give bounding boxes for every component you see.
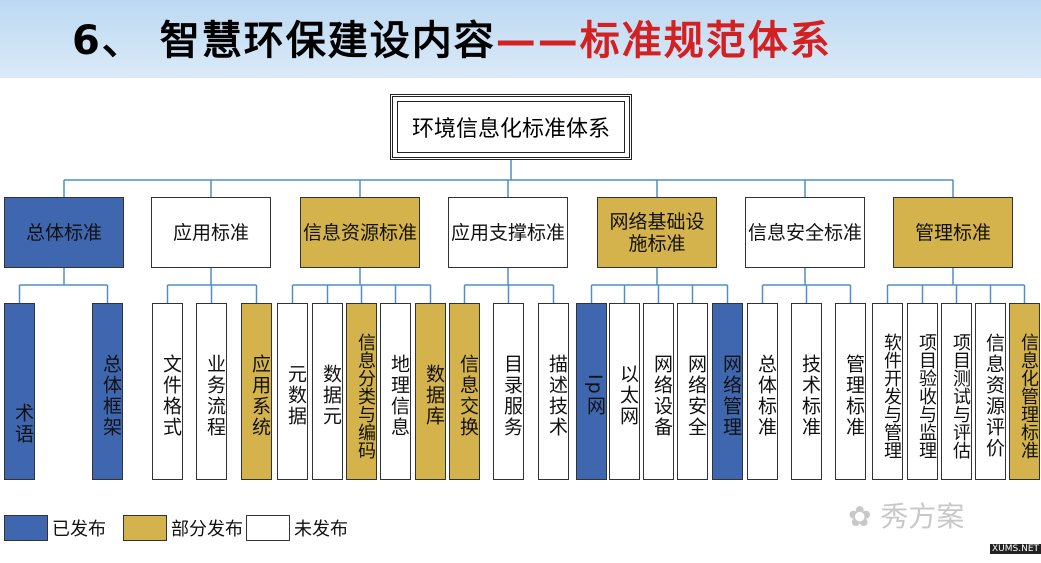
legend-label: 未发布: [294, 519, 348, 540]
leaf-label: 数据元: [320, 364, 342, 427]
leaf-node: 项目验收与监理: [907, 303, 938, 480]
legend-label: 已发布: [52, 519, 106, 540]
title-prefix: 6、 智慧环保建设内容: [72, 18, 496, 64]
leaf-node: 项目测试与评估: [941, 303, 972, 480]
leaf-node: 数据元: [312, 303, 343, 480]
leaf-label: 元数据: [285, 364, 307, 427]
leaf-node: 信息交换: [449, 303, 480, 480]
category-node: 信息安全标准: [745, 197, 865, 268]
legend-partial: 部分发布: [123, 515, 243, 541]
leaf-label: 总体框架: [100, 353, 122, 438]
category-node: 总体标准: [4, 197, 124, 268]
leaf-node: 网络管理: [712, 303, 743, 480]
leaf-label: 项目验收与监理: [916, 332, 937, 459]
leaf-node: 以太网: [609, 303, 640, 480]
title-suffix: ——标准规范体系: [495, 18, 832, 64]
category-node: 应用支撑标准: [448, 197, 568, 268]
page-title: 6、 智慧环保建设内容——标准规范体系: [72, 8, 832, 66]
legend-swatch-published: [4, 515, 48, 541]
legend-label: 部分发布: [171, 519, 243, 540]
leaf-node: 总体框架: [92, 303, 123, 480]
leaf-label: 地理信息: [388, 353, 410, 438]
category-label: 管理标准: [914, 221, 991, 244]
leaf-label: 应用系统: [249, 353, 271, 438]
leaf-label: 信息化管理标准: [1018, 332, 1039, 459]
leaf-node: 应用系统: [241, 303, 272, 480]
legend-swatch-unpublished: [246, 515, 290, 541]
leaf-node: 总体标准: [747, 303, 778, 480]
leaf-label: 网络安全: [685, 353, 707, 438]
category-label: 网络基础设施标准: [609, 210, 705, 255]
leaf-label: 网络管理: [720, 353, 742, 438]
leaf-node: 软件开发与管理: [872, 303, 903, 480]
watermark: ✿ 秀方案: [848, 495, 964, 535]
leaf-label: Ip网: [584, 374, 606, 417]
category-label: 应用支撑标准: [450, 221, 565, 244]
leaf-label: 以太网: [617, 364, 639, 427]
leaf-node: 网络安全: [677, 303, 708, 480]
leaf-node: 网络设备: [643, 303, 674, 480]
leaf-node: 数据库: [415, 303, 446, 480]
leaf-node: 业务流程: [196, 303, 227, 480]
leaf-label: 信息交换: [457, 353, 479, 438]
legend-published: 已发布: [4, 515, 106, 541]
leaf-label: 总体标准: [755, 353, 777, 438]
leaf-label: 文件格式: [160, 353, 182, 438]
leaf-node: 信息资源评价: [975, 303, 1006, 480]
legend-unpublished: 未发布: [246, 515, 348, 541]
leaf-node: Ip网: [576, 303, 607, 480]
leaf-node: 描述技术: [538, 303, 569, 480]
category-label: 信息安全标准: [747, 221, 862, 244]
leaf-label: 管理标准: [843, 353, 865, 438]
category-node: 信息资源标准: [300, 197, 420, 268]
leaf-label: 信息分类与编码: [355, 332, 376, 459]
root-node: 环境信息化标准体系: [390, 94, 632, 160]
leaf-node: 信息分类与编码: [346, 303, 377, 480]
leaf-label: 信息资源评价: [983, 332, 1005, 459]
leaf-label: 业务流程: [204, 353, 226, 438]
leaf-node: 地理信息: [380, 303, 411, 480]
leaf-node: 元数据: [277, 303, 308, 480]
category-label: 信息资源标准: [302, 221, 417, 244]
category-node: 管理标准: [893, 197, 1013, 268]
leaf-label: 数据库: [423, 364, 445, 427]
leaf-label: 术语: [12, 402, 34, 445]
leaf-label: 网络设备: [651, 353, 673, 438]
leaf-label: 技术标准: [799, 353, 821, 438]
leaf-node: 技术标准: [791, 303, 822, 480]
wechat-icon: ✿: [848, 500, 872, 533]
site-badge: XUMS.NET: [990, 544, 1041, 554]
category-label: 总体标准: [25, 221, 102, 244]
leaf-label: 目录服务: [501, 353, 523, 438]
leaf-node: 术语: [4, 303, 35, 480]
category-label: 应用标准: [172, 221, 249, 244]
root-label: 环境信息化标准体系: [411, 117, 610, 142]
category-node: 网络基础设施标准: [597, 197, 717, 268]
leaf-label: 描述技术: [546, 353, 568, 438]
leaf-label: 软件开发与管理: [881, 332, 902, 459]
leaf-node: 目录服务: [493, 303, 524, 480]
leaf-node: 文件格式: [152, 303, 183, 480]
leaf-node: 管理标准: [835, 303, 866, 480]
category-node: 应用标准: [151, 197, 271, 268]
leaf-label: 项目测试与评估: [950, 332, 971, 459]
watermark-text: 秀方案: [880, 500, 965, 533]
leaf-node: 信息化管理标准: [1009, 303, 1040, 480]
title-banner: 6、 智慧环保建设内容——标准规范体系: [0, 0, 1041, 78]
legend-swatch-partial: [123, 515, 167, 541]
